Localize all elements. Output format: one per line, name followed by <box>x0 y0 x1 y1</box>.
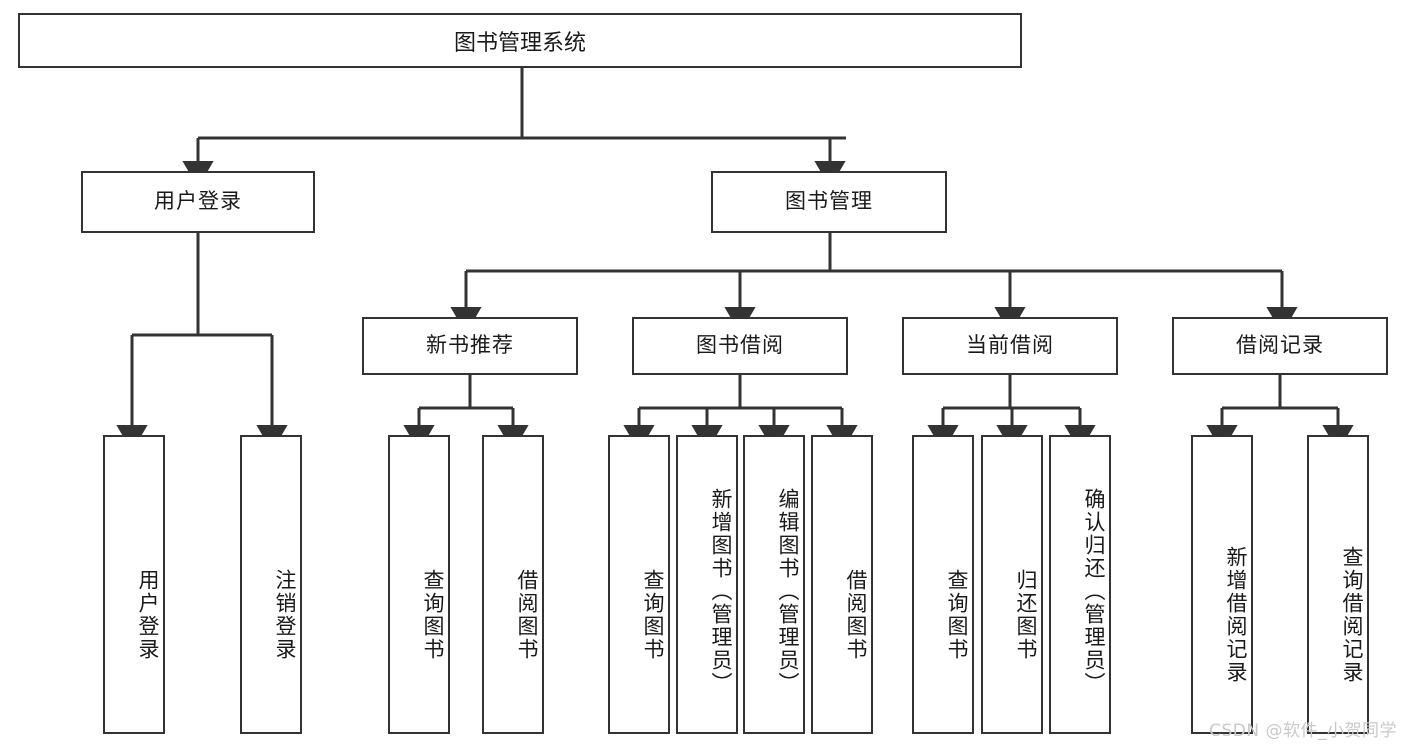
leaf-record-query-record[interactable]: 查询借阅记录 <box>1307 435 1369 734</box>
leaf-user-login[interactable]: 用户登录 <box>103 435 165 734</box>
node-current-borrow[interactable]: 当前借阅 <box>902 317 1118 375</box>
leaf-borrow-query-book[interactable]: 查询图书 <box>608 435 670 734</box>
node-root[interactable]: 图书管理系统 <box>18 13 1022 68</box>
leaf-newbook-query-book-label: 查询图书 <box>421 568 445 661</box>
leaf-logout-label: 注销登录 <box>273 568 297 661</box>
leaf-current-query-book[interactable]: 查询图书 <box>912 435 974 734</box>
leaf-newbook-borrow-book[interactable]: 借阅图书 <box>482 435 544 734</box>
node-new-book-recommend-label: 新书推荐 <box>426 333 514 358</box>
leaf-user-login-label: 用户登录 <box>136 568 160 661</box>
leaf-current-return-book[interactable]: 归还图书 <box>981 435 1043 734</box>
leaf-record-add-record-label: 新增借阅记录 <box>1224 545 1248 684</box>
leaf-record-query-record-label: 查询借阅记录 <box>1340 545 1364 684</box>
node-book-management[interactable]: 图书管理 <box>711 171 947 233</box>
leaf-borrow-query-book-label: 查询图书 <box>641 568 665 661</box>
node-root-label: 图书管理系统 <box>453 30 586 56</box>
node-user-login[interactable]: 用户登录 <box>81 171 315 233</box>
csdn-watermark: CSDN @软件_小贺同学 <box>1209 721 1397 741</box>
leaf-newbook-borrow-book-label: 借阅图书 <box>515 568 539 661</box>
leaf-current-return-book-label: 归还图书 <box>1014 568 1038 661</box>
node-current-borrow-label: 当前借阅 <box>966 333 1054 358</box>
leaf-borrow-add-book-admin[interactable]: 新增图书（管理员） <box>676 435 738 734</box>
leaf-borrow-edit-book-admin-label: 编辑图书（管理员） <box>776 488 800 695</box>
leaf-record-add-record[interactable]: 新增借阅记录 <box>1191 435 1253 734</box>
node-book-borrow[interactable]: 图书借阅 <box>632 317 848 375</box>
node-user-login-label: 用户登录 <box>154 189 242 214</box>
leaf-current-confirm-return-admin[interactable]: 确认归还（管理员） <box>1049 435 1111 734</box>
leaf-current-confirm-return-admin-label: 确认归还（管理员） <box>1082 488 1106 695</box>
leaf-borrow-borrow-book[interactable]: 借阅图书 <box>811 435 873 734</box>
node-book-management-label: 图书管理 <box>785 189 873 214</box>
leaf-newbook-query-book[interactable]: 查询图书 <box>388 435 450 734</box>
leaf-borrow-borrow-book-label: 借阅图书 <box>844 568 868 661</box>
leaf-borrow-edit-book-admin[interactable]: 编辑图书（管理员） <box>743 435 805 734</box>
node-book-borrow-label: 图书借阅 <box>696 333 784 358</box>
leaf-current-query-book-label: 查询图书 <box>945 568 969 661</box>
node-new-book-recommend[interactable]: 新书推荐 <box>362 317 578 375</box>
leaf-logout[interactable]: 注销登录 <box>240 435 302 734</box>
node-borrow-record-label: 借阅记录 <box>1236 333 1324 358</box>
leaf-borrow-add-book-admin-label: 新增图书（管理员） <box>709 488 733 695</box>
node-borrow-record[interactable]: 借阅记录 <box>1172 317 1388 375</box>
